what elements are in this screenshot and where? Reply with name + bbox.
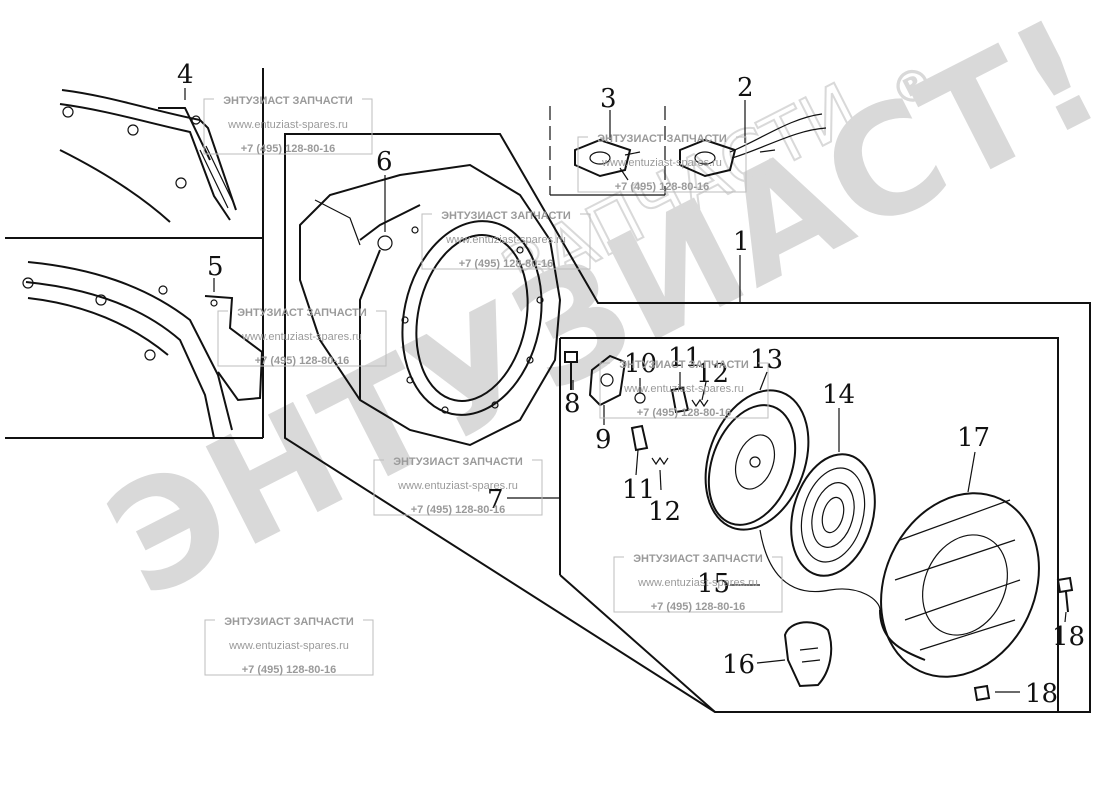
stamp-phone: +7 (495) 128-80-16 xyxy=(651,601,745,613)
part-14-spring-coil xyxy=(790,453,876,577)
callout-5: 5 xyxy=(207,252,224,282)
callout-18-right: 18 xyxy=(1052,622,1085,652)
stamp-title: ЭНТУЗИАСТ ЗАПЧАСТИ xyxy=(619,359,749,371)
part-17-starter-housing xyxy=(879,492,1040,678)
callout-18-bottom: 18 xyxy=(1025,679,1058,709)
stamp-phone: +7 (495) 128-80-16 xyxy=(255,355,349,367)
stamp-url: www.entuziast-spares.ru xyxy=(241,331,362,343)
stamp-title: ЭНТУЗИАСТ ЗАПЧАСТИ xyxy=(393,456,523,468)
watermark-stamp: ЭНТУЗИАСТ ЗАПЧАСТИ www.entuziast-spares.r… xyxy=(217,307,387,367)
watermark-stamp: ЭНТУЗИАСТ ЗАПЧАСТИ www.entuziast-spares.r… xyxy=(203,95,373,155)
stamp-title: ЭНТУЗИАСТ ЗАПЧАСТИ xyxy=(633,553,763,565)
watermark-stamps: ЭНТУЗИАСТ ЗАПЧАСТИ www.entuziast-spares.r… xyxy=(203,95,783,676)
callout-3: 3 xyxy=(600,84,617,114)
watermark-stamp: ЭНТУЗИАСТ ЗАПЧАСТИ www.entuziast-spares.r… xyxy=(599,359,769,419)
parts-11-pawls xyxy=(630,386,690,452)
stamp-url: www.entuziast-spares.ru xyxy=(637,577,758,589)
stamp-url: www.entuziast-spares.ru xyxy=(228,640,349,652)
stamp-title: ЭНТУЗИАСТ ЗАПЧАСТИ xyxy=(441,210,571,222)
stamp-phone: +7 (495) 128-80-16 xyxy=(637,407,731,419)
parts-18-bolts xyxy=(973,576,1074,702)
watermark-stamp: ЭНТУЗИАСТ ЗАПЧАСТИ www.entuziast-spares.r… xyxy=(577,133,747,193)
stamp-url: www.entuziast-spares.ru xyxy=(397,480,518,492)
stamp-title: ЭНТУЗИАСТ ЗАПЧАСТИ xyxy=(223,95,353,107)
callout-15: 15 xyxy=(697,569,730,599)
watermark-stamp: ЭНТУЗИАСТ ЗАПЧАСТИ www.entuziast-spares.r… xyxy=(204,616,374,676)
watermark-stamp: ЭНТУЗИАСТ ЗАПЧАСТИ www.entuziast-spares.r… xyxy=(613,553,783,613)
callouts: 1 2 3 4 5 6 7 8 9 10 11 12 13 14 11 12 1… xyxy=(177,60,1085,709)
callout-10: 10 xyxy=(624,349,657,379)
watermark-stamp: ЭНТУЗИАСТ ЗАПЧАСТИ www.entuziast-spares.r… xyxy=(373,456,543,516)
assembly-frames xyxy=(284,106,1091,713)
stamp-phone: +7 (495) 128-80-16 xyxy=(241,143,335,155)
callout-11-lower: 11 xyxy=(622,475,655,505)
stamp-url: www.entuziast-spares.ru xyxy=(227,119,348,131)
parts-12-springs xyxy=(651,398,709,466)
stamp-title: ЭНТУЗИАСТ ЗАПЧАСТИ xyxy=(224,616,354,628)
callout-8: 8 xyxy=(564,389,581,419)
stamp-url: www.entuziast-spares.ru xyxy=(445,234,566,246)
stamp-phone: +7 (495) 128-80-16 xyxy=(411,504,505,516)
stamp-url: www.entuziast-spares.ru xyxy=(623,383,744,395)
callout-2: 2 xyxy=(737,73,754,103)
part-4-flange xyxy=(59,89,237,223)
part-5-flange xyxy=(22,261,264,439)
stamp-title: ЭНТУЗИАСТ ЗАПЧАСТИ xyxy=(237,307,367,319)
callout-7: 7 xyxy=(487,485,504,515)
callout-1: 1 xyxy=(733,227,750,257)
callout-11-upper: 11 xyxy=(668,343,701,373)
stamp-url: www.entuziast-spares.ru xyxy=(601,157,722,169)
stamp-phone: +7 (495) 128-80-16 xyxy=(615,181,709,193)
part-16-handle xyxy=(783,621,833,688)
stamp-phone: +7 (495) 128-80-16 xyxy=(459,258,553,270)
part-8-bolt xyxy=(564,351,578,390)
callout-12-lower: 12 xyxy=(648,497,681,527)
callout-12-upper: 12 xyxy=(696,359,729,389)
callout-4: 4 xyxy=(177,60,194,90)
part-2-switch-with-wires xyxy=(679,113,827,178)
part-6-fan-shroud xyxy=(299,163,562,447)
stamp-title: ЭНТУЗИАСТ ЗАПЧАСТИ xyxy=(597,133,727,145)
part-13-pulley xyxy=(704,389,810,531)
leader-lines xyxy=(184,88,1067,693)
part-15-rope xyxy=(759,529,881,611)
stamp-phone: +7 (495) 128-80-16 xyxy=(242,664,336,676)
callout-9: 9 xyxy=(595,425,612,455)
inset-frames xyxy=(5,68,264,439)
watermark-stamp: ЭНТУЗИАСТ ЗАПЧАСТИ www.entuziast-spares.r… xyxy=(421,210,591,270)
callout-6: 6 xyxy=(376,147,393,177)
callout-17: 17 xyxy=(957,423,990,453)
callout-16: 16 xyxy=(722,650,755,680)
callout-13: 13 xyxy=(750,345,783,375)
part-3-switch xyxy=(574,138,641,181)
callout-14: 14 xyxy=(822,380,855,410)
part-9-ratchet-cover xyxy=(588,354,627,407)
